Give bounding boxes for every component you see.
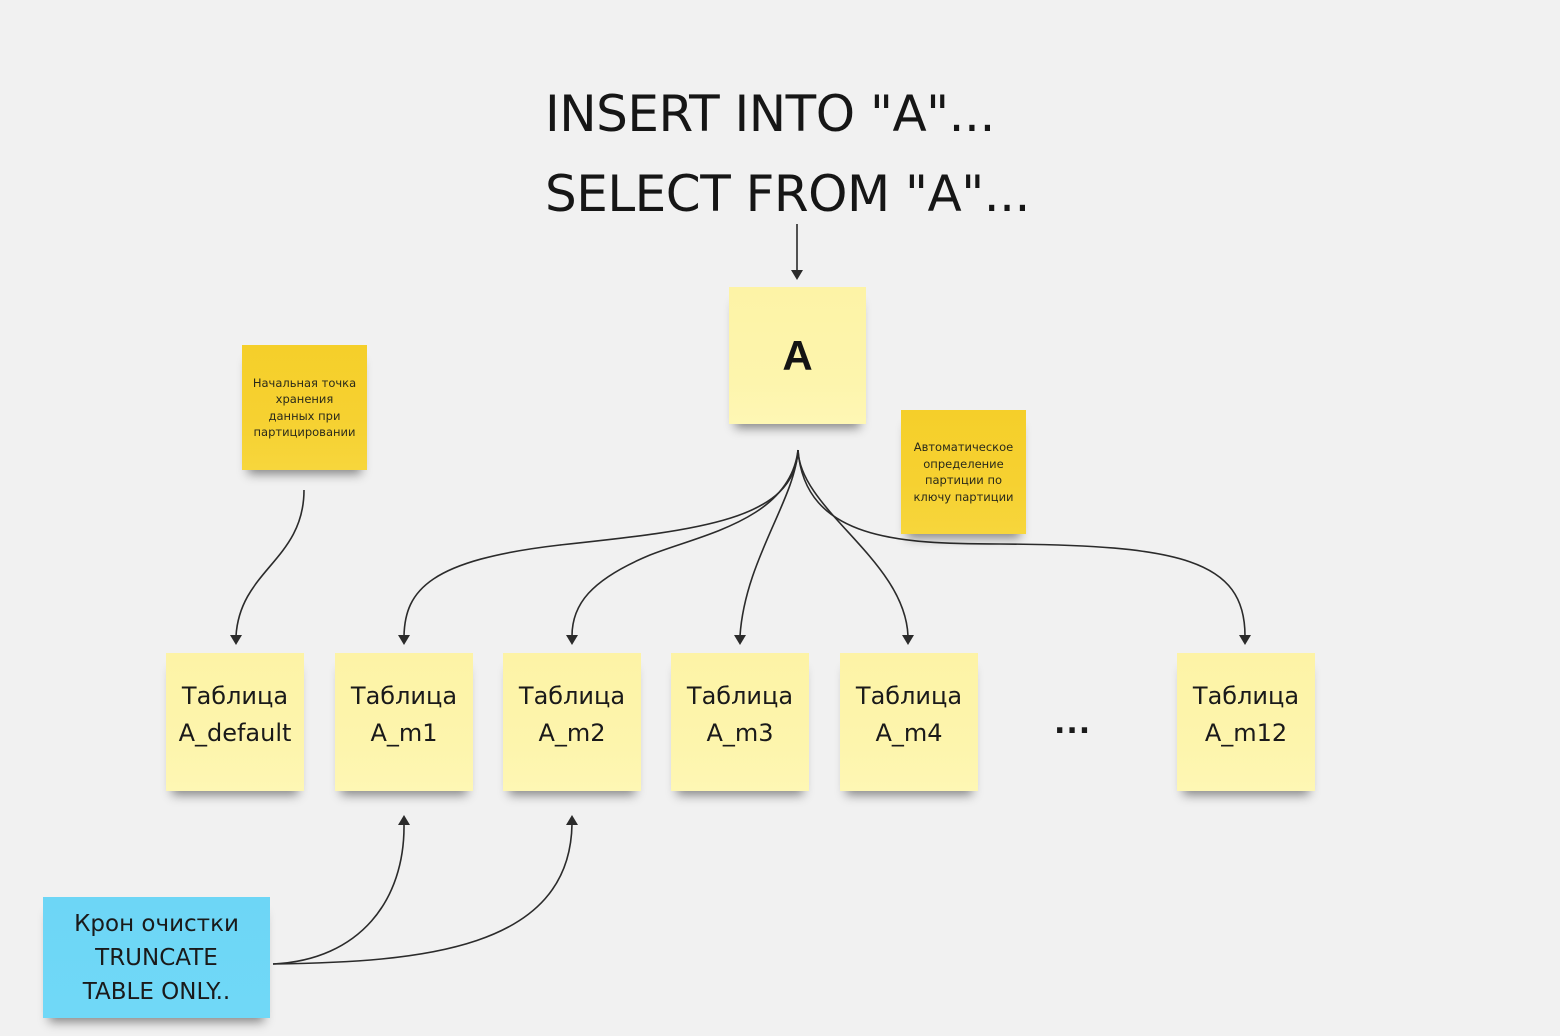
sticky-main-table-a[interactable]: A [729, 287, 866, 424]
partition-label: Таблица A_default [178, 682, 292, 747]
sql-title: INSERT INTO "A"... SELECT FROM "A"... [545, 74, 1030, 234]
sticky-partition-m12[interactable]: Таблица A_m12 [1177, 653, 1315, 791]
partition-label: Таблица A_m2 [518, 682, 626, 747]
arrowhead-icon [398, 815, 410, 825]
connector-note-to-default [235, 489, 305, 637]
arrowhead-icon [902, 635, 914, 645]
connector-a-to-m1 [403, 449, 799, 637]
arrowhead-icon [398, 635, 410, 645]
title-line-select: SELECT FROM "A"... [545, 165, 1030, 223]
sticky-note-start-point[interactable]: Начальная точка хранения данных при парт… [242, 345, 367, 470]
connector-a-to-m2 [571, 449, 799, 637]
more-partitions-ellipsis: ... [1054, 706, 1092, 741]
cron-text: Крон очистки TRUNCATE TABLE ONLY.. [74, 910, 239, 1005]
sticky-cron-truncate[interactable]: Крон очистки TRUNCATE TABLE ONLY.. [43, 897, 270, 1018]
arrowhead-icon [791, 270, 803, 280]
connector-a-to-m4 [797, 449, 909, 637]
arrowhead-icon [1239, 635, 1251, 645]
partition-label: Таблица A_m4 [855, 682, 963, 747]
main-table-label: A [782, 331, 813, 379]
connector-a-to-m3 [739, 449, 799, 637]
sticky-partition-m2[interactable]: Таблица A_m2 [503, 653, 641, 791]
arrowhead-icon [230, 635, 242, 645]
sticky-partition-m4[interactable]: Таблица A_m4 [840, 653, 978, 791]
arrowhead-icon [566, 635, 578, 645]
title-line-insert: INSERT INTO "A"... [545, 85, 995, 143]
arrowhead-icon [734, 635, 746, 645]
sticky-note-auto-detect[interactable]: Автоматическое определение партиции по к… [901, 410, 1026, 534]
partition-label: Таблица A_m12 [1192, 682, 1300, 747]
note-start-point-text: Начальная точка хранения данных при парт… [252, 375, 357, 440]
sticky-partition-default[interactable]: Таблица A_default [166, 653, 304, 791]
partition-label: Таблица A_m3 [686, 682, 794, 747]
partition-label: Таблица A_m1 [350, 682, 458, 747]
note-auto-detect-text: Автоматическое определение партиции по к… [913, 440, 1014, 504]
arrowhead-icon [566, 815, 578, 825]
sticky-partition-m3[interactable]: Таблица A_m3 [671, 653, 809, 791]
connector-cron-to-m1 [272, 823, 405, 965]
sticky-partition-m1[interactable]: Таблица A_m1 [335, 653, 473, 791]
connector-cron-to-m2 [272, 823, 573, 965]
